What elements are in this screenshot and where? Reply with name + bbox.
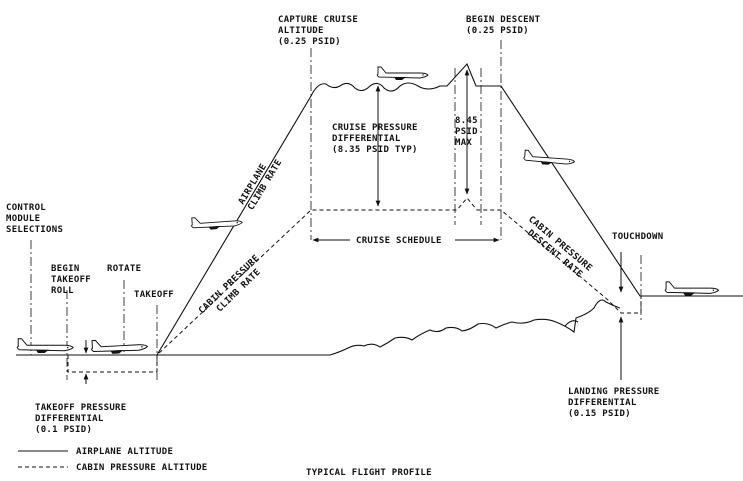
- begin-takeoff-label: BEGIN TAKEOFF ROLL: [51, 264, 97, 296]
- cabin-altitude-line: [67, 197, 642, 373]
- legend-airplane-altitude: AIRPLANE ALTITUDE: [76, 447, 173, 457]
- airplane-icon: [376, 66, 429, 81]
- cabin-descent-label: CABIN PRESSURE DESCENT RATE: [519, 215, 598, 286]
- airplane-icon: [522, 149, 576, 168]
- cabin-climb-label: CABIN PRESSURE CLIMB RATE: [197, 249, 273, 324]
- legend-cabin-altitude: CABIN PRESSURE ALTITUDE: [76, 463, 208, 473]
- begin-descent-label: BEGIN DESCENT (0.25 PSID): [466, 15, 546, 36]
- legend: AIRPLANE ALTITUDE CABIN PRESSURE ALTITUD…: [18, 447, 208, 473]
- airplane-altitude-line: [16, 62, 743, 356]
- airplane-icon: [16, 338, 74, 354]
- rotate-label: ROTATE: [107, 264, 141, 274]
- airplane-climb-label: AIRPLANE CLIMB RATE: [237, 152, 284, 212]
- touchdown-label: TOUCHDOWN: [612, 232, 663, 242]
- airplane-icon: [90, 337, 149, 356]
- terrain-ridge: [564, 320, 579, 327]
- airplane-icon: [190, 213, 244, 232]
- cruise-schedule-label: CRUISE SCHEDULE: [356, 236, 442, 246]
- terrain-line: [157, 299, 621, 356]
- landing-pressure-label: LANDING PRESSURE DIFFERENTIAL (0.15 PSID…: [568, 387, 665, 419]
- capture-cruise-label: CAPTURE CRUISE ALTITUDE (0.25 PSID): [278, 15, 364, 47]
- takeoff-pressure-label: TAKEOFF PRESSURE DIFFERENTIAL (0.1 PSID): [35, 403, 132, 435]
- diagram-title: TYPICAL FLIGHT PROFILE: [306, 468, 432, 478]
- control-module-label: CONTROL MODULE SELECTIONS: [6, 203, 63, 235]
- max-psid-label: 8.45 PSID MAX: [455, 116, 484, 148]
- cruise-pressure-label: CRUISE PRESSURE DIFFERENTIAL (8.35 PSID …: [332, 123, 424, 155]
- takeoff-label: TAKEOFF: [134, 290, 174, 300]
- airplane-icon: [664, 281, 720, 297]
